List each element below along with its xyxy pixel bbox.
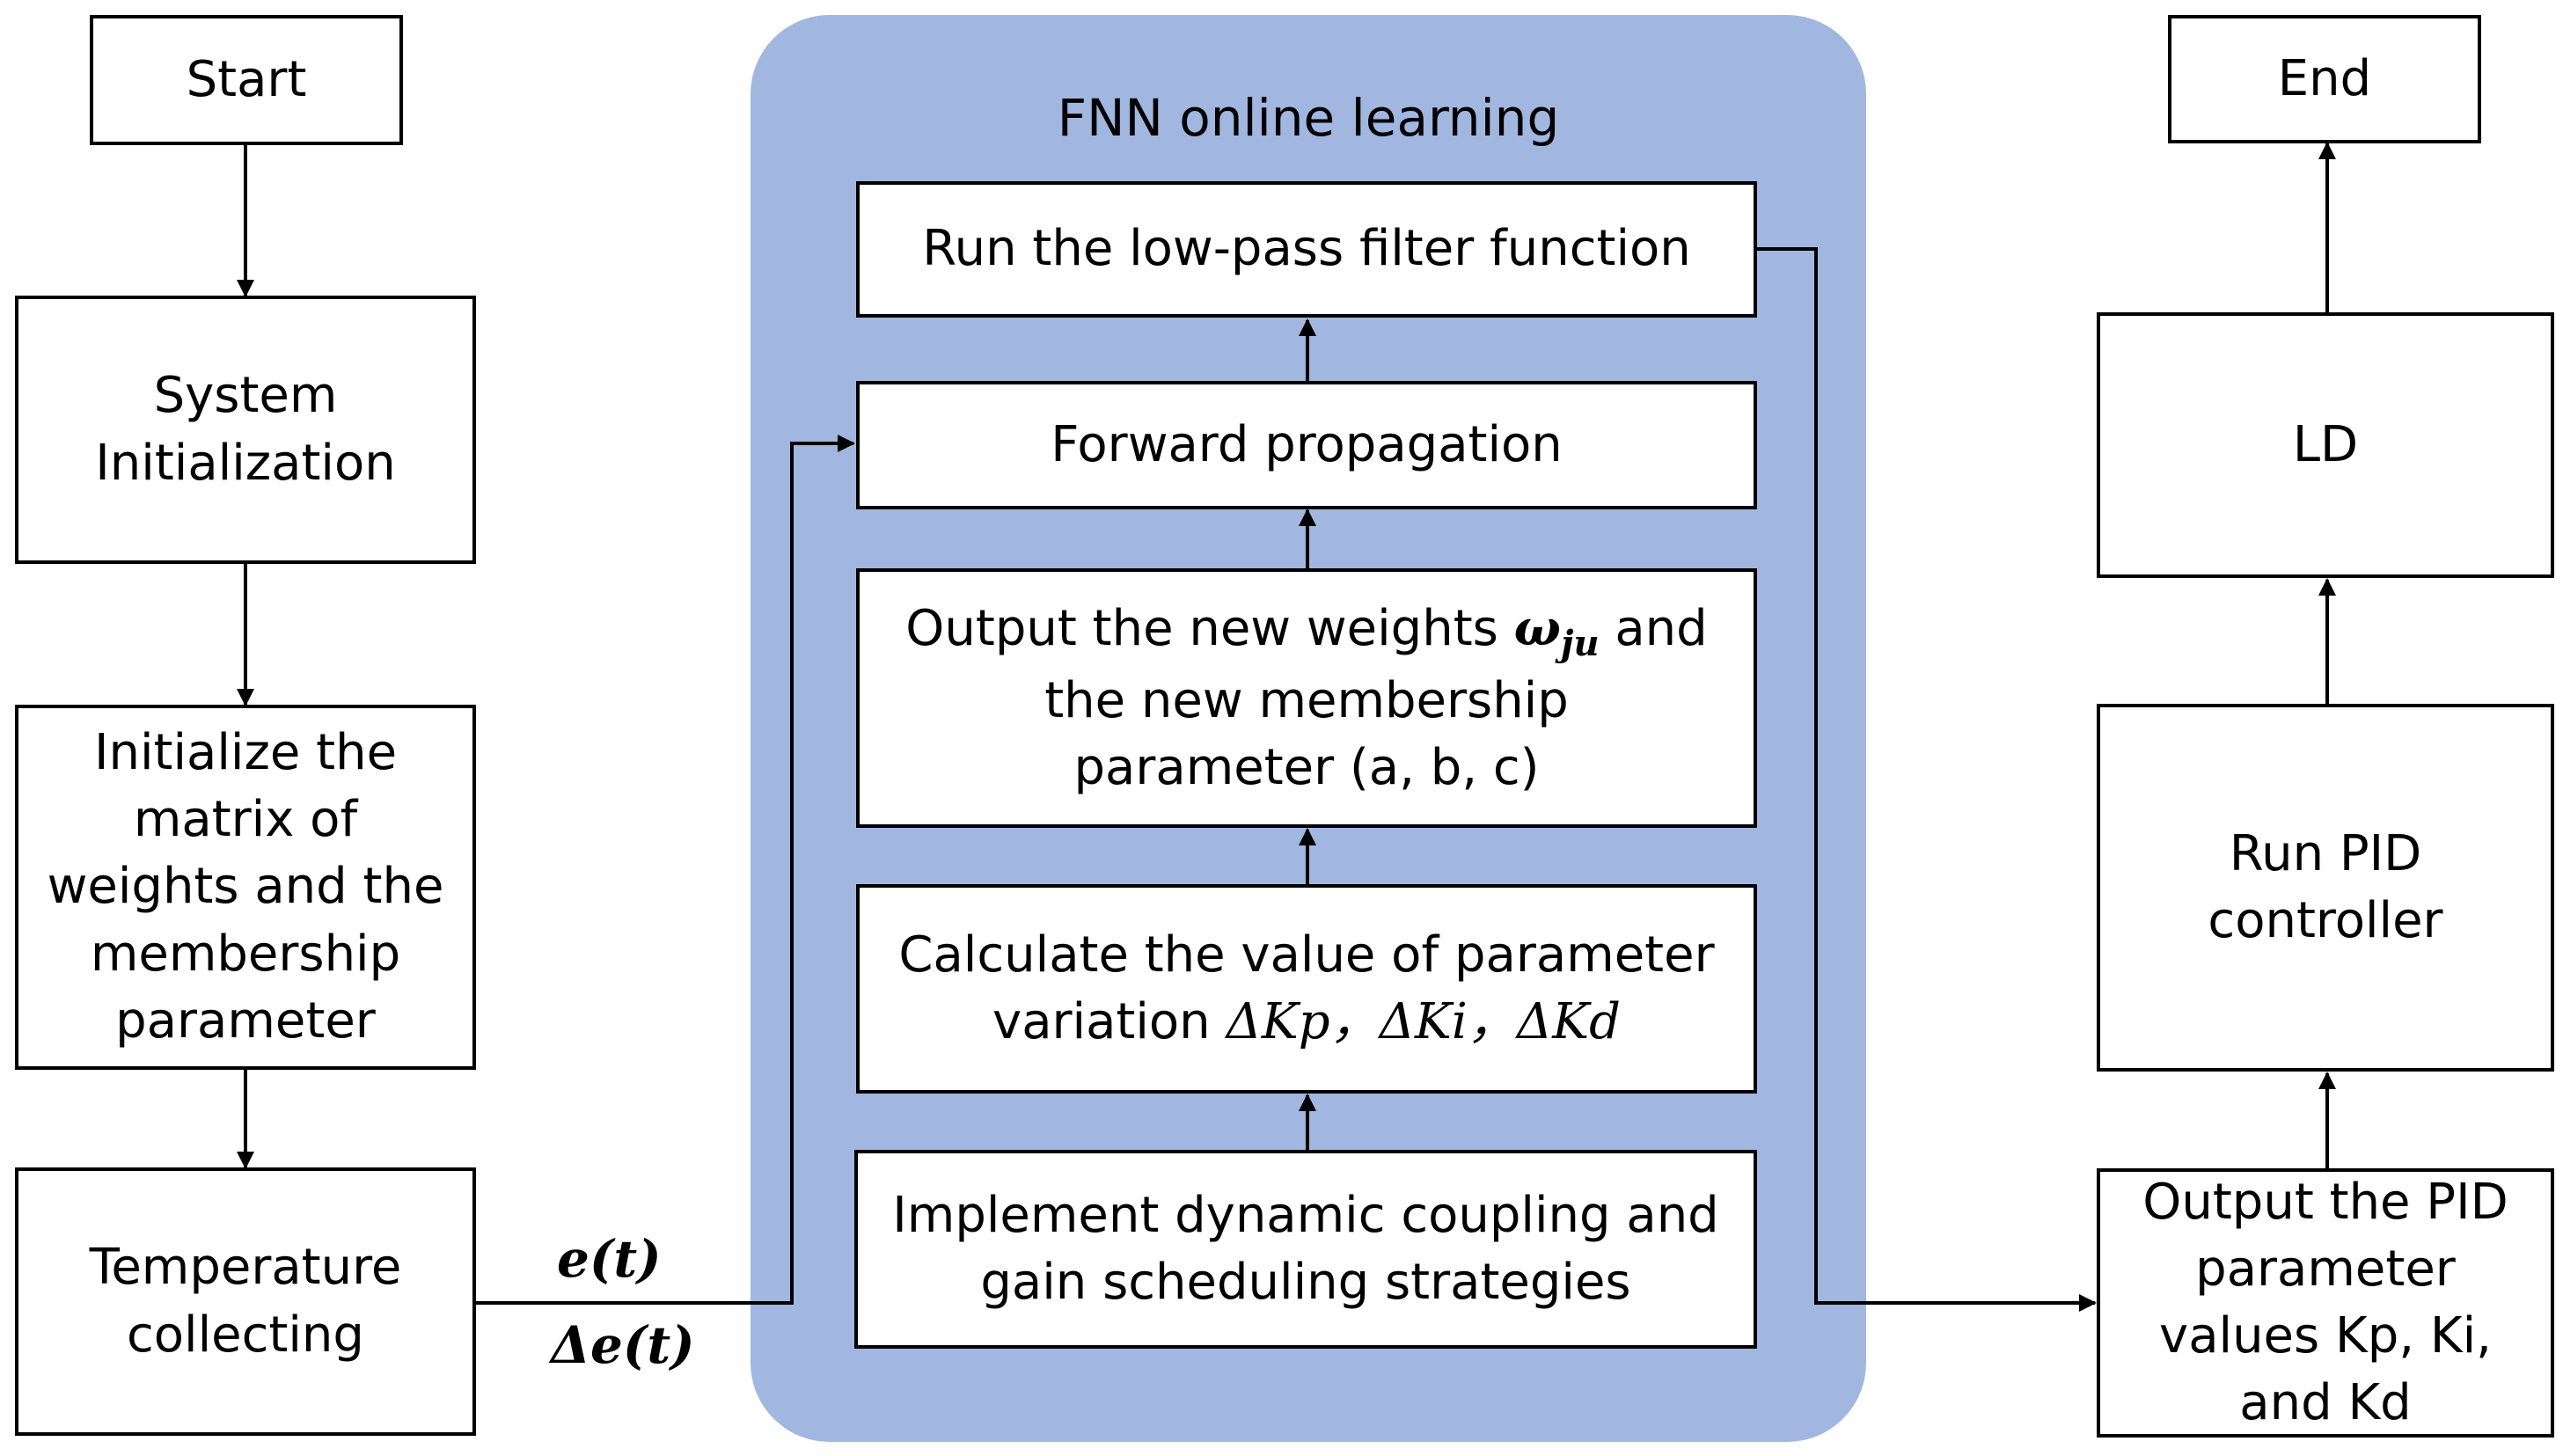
arrow-temperature-to-forward	[476, 435, 855, 1305]
run-pid-controller-box: Run PID controller	[2097, 704, 2554, 1072]
arrow-lowpass-to-output	[1757, 247, 2097, 1312]
end-box: End	[2168, 15, 2481, 143]
delta-k-terms: ΔKp，ΔKi，ΔKd	[1226, 993, 1621, 1050]
new-weights-box: Output the new weights ωju and the new m…	[856, 568, 1757, 828]
forward-propagation-box: Forward propagation	[856, 381, 1757, 509]
output-pid-parameters-box: Output the PID parameter values Kp, Ki, …	[2097, 1168, 2554, 1438]
start-box: Start	[90, 15, 403, 145]
temperature-collecting-box: Temperature collecting	[15, 1167, 476, 1436]
calculate-variation-box: Calculate the value of parameter variati…	[856, 884, 1757, 1094]
implement-strategies-box: Implement dynamic coupling and gain sche…	[854, 1150, 1757, 1349]
initialize-matrix-box: Initialize the matrix of weights and the…	[15, 705, 476, 1070]
omega-symbol: ω	[1513, 598, 1561, 657]
delta-error-signal-label: Δe(t)	[551, 1315, 695, 1375]
system-initialization-box: System Initialization	[15, 296, 476, 564]
lowpass-filter-box: Run the low-pass filter function	[856, 181, 1757, 318]
panel-title: FNN online learning	[1057, 88, 1560, 148]
error-signal-label: e(t)	[557, 1229, 662, 1289]
ld-box: LD	[2097, 312, 2554, 578]
omega-subscript: ju	[1560, 622, 1600, 664]
